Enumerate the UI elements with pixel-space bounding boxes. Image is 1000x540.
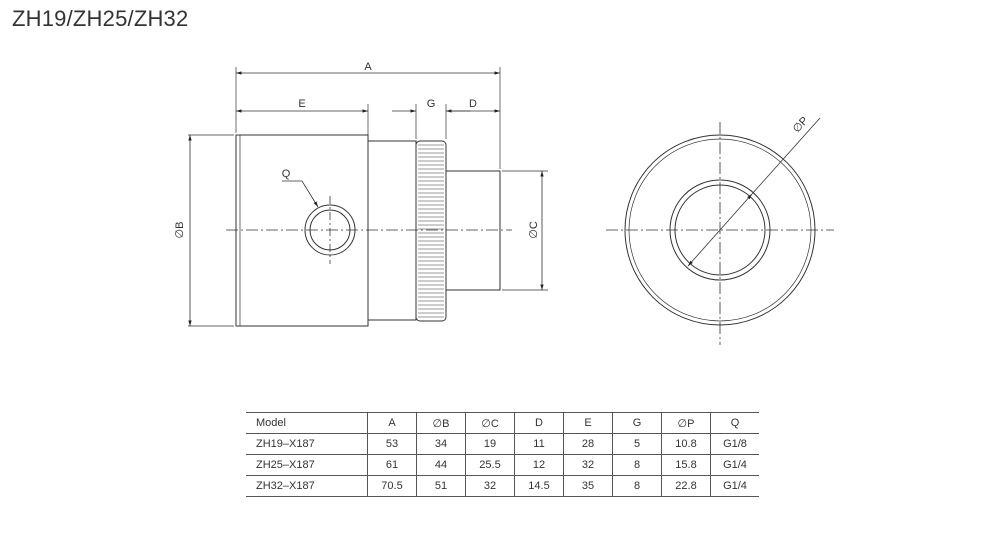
col-d: D xyxy=(514,412,564,434)
table-cell: 32 xyxy=(465,475,515,497)
table-cell: 25.5 xyxy=(465,454,515,476)
table-cell: ZH25–X187 xyxy=(246,454,368,476)
table-cell: ZH32–X187 xyxy=(246,475,368,497)
table-cell: 32 xyxy=(563,454,613,476)
col-model: Model xyxy=(246,412,368,434)
table-cell: 14.5 xyxy=(514,475,564,497)
table-cell: 10.8 xyxy=(661,433,711,455)
side-view xyxy=(188,67,548,327)
table-cell: 15.8 xyxy=(661,454,711,476)
table-cell: 44 xyxy=(416,454,466,476)
table-row: ZH19–X187 53 34 19 11 28 5 10.8 G1/8 xyxy=(246,433,759,455)
col-a: A xyxy=(367,412,417,434)
table-cell: 22.8 xyxy=(661,475,711,497)
label-a: A xyxy=(364,61,372,73)
table-cell: G1/4 xyxy=(710,475,759,497)
label-e: E xyxy=(298,98,305,110)
table-cell: 11 xyxy=(514,433,564,455)
col-g: G xyxy=(612,412,662,434)
table-cell: 8 xyxy=(612,475,662,497)
label-g: G xyxy=(427,98,436,110)
table-cell: 53 xyxy=(367,433,417,455)
label-p: ∅P xyxy=(791,115,811,136)
label-c: ∅C xyxy=(528,221,540,239)
table-cell: G1/4 xyxy=(710,454,759,476)
table-cell: 28 xyxy=(563,433,613,455)
front-view xyxy=(606,117,834,345)
knurled-nut xyxy=(415,140,447,322)
table-cell: 35 xyxy=(563,475,613,497)
table-cell: 5 xyxy=(612,433,662,455)
table-cell: 12 xyxy=(514,454,564,476)
table-header-row: Model A ∅B ∅C D E G ∅P Q xyxy=(246,412,759,434)
table-cell: 19 xyxy=(465,433,515,455)
col-c: ∅C xyxy=(465,412,515,434)
neck xyxy=(367,140,417,321)
spec-table: Model A ∅B ∅C D E G ∅P Q ZH19–X187 53 34… xyxy=(246,412,759,497)
technical-drawing: A E G D Q ∅B ∅C ∅P xyxy=(174,61,834,345)
col-b: ∅B xyxy=(416,412,466,434)
label-d: D xyxy=(469,98,477,110)
table-cell: 34 xyxy=(416,433,466,455)
label-q: Q xyxy=(282,168,291,180)
col-q: Q xyxy=(710,412,759,434)
table-cell: 8 xyxy=(612,454,662,476)
outlet xyxy=(445,170,501,291)
main-body xyxy=(235,134,369,327)
table-cell: ZH19–X187 xyxy=(246,433,368,455)
table-cell: 51 xyxy=(416,475,466,497)
table-row: ZH32–X187 70.5 51 32 14.5 35 8 22.8 G1/4 xyxy=(246,475,759,497)
col-p: ∅P xyxy=(661,412,711,434)
col-e: E xyxy=(563,412,613,434)
table-cell: 61 xyxy=(367,454,417,476)
dim-p-line xyxy=(687,193,753,267)
table-cell: G1/8 xyxy=(710,433,759,455)
table-row: ZH25–X187 61 44 25.5 12 32 8 15.8 G1/4 xyxy=(246,454,759,476)
page-title: ZH19/ZH25/ZH32 xyxy=(12,6,189,31)
label-b: ∅B xyxy=(174,222,186,239)
table-cell: 70.5 xyxy=(367,475,417,497)
